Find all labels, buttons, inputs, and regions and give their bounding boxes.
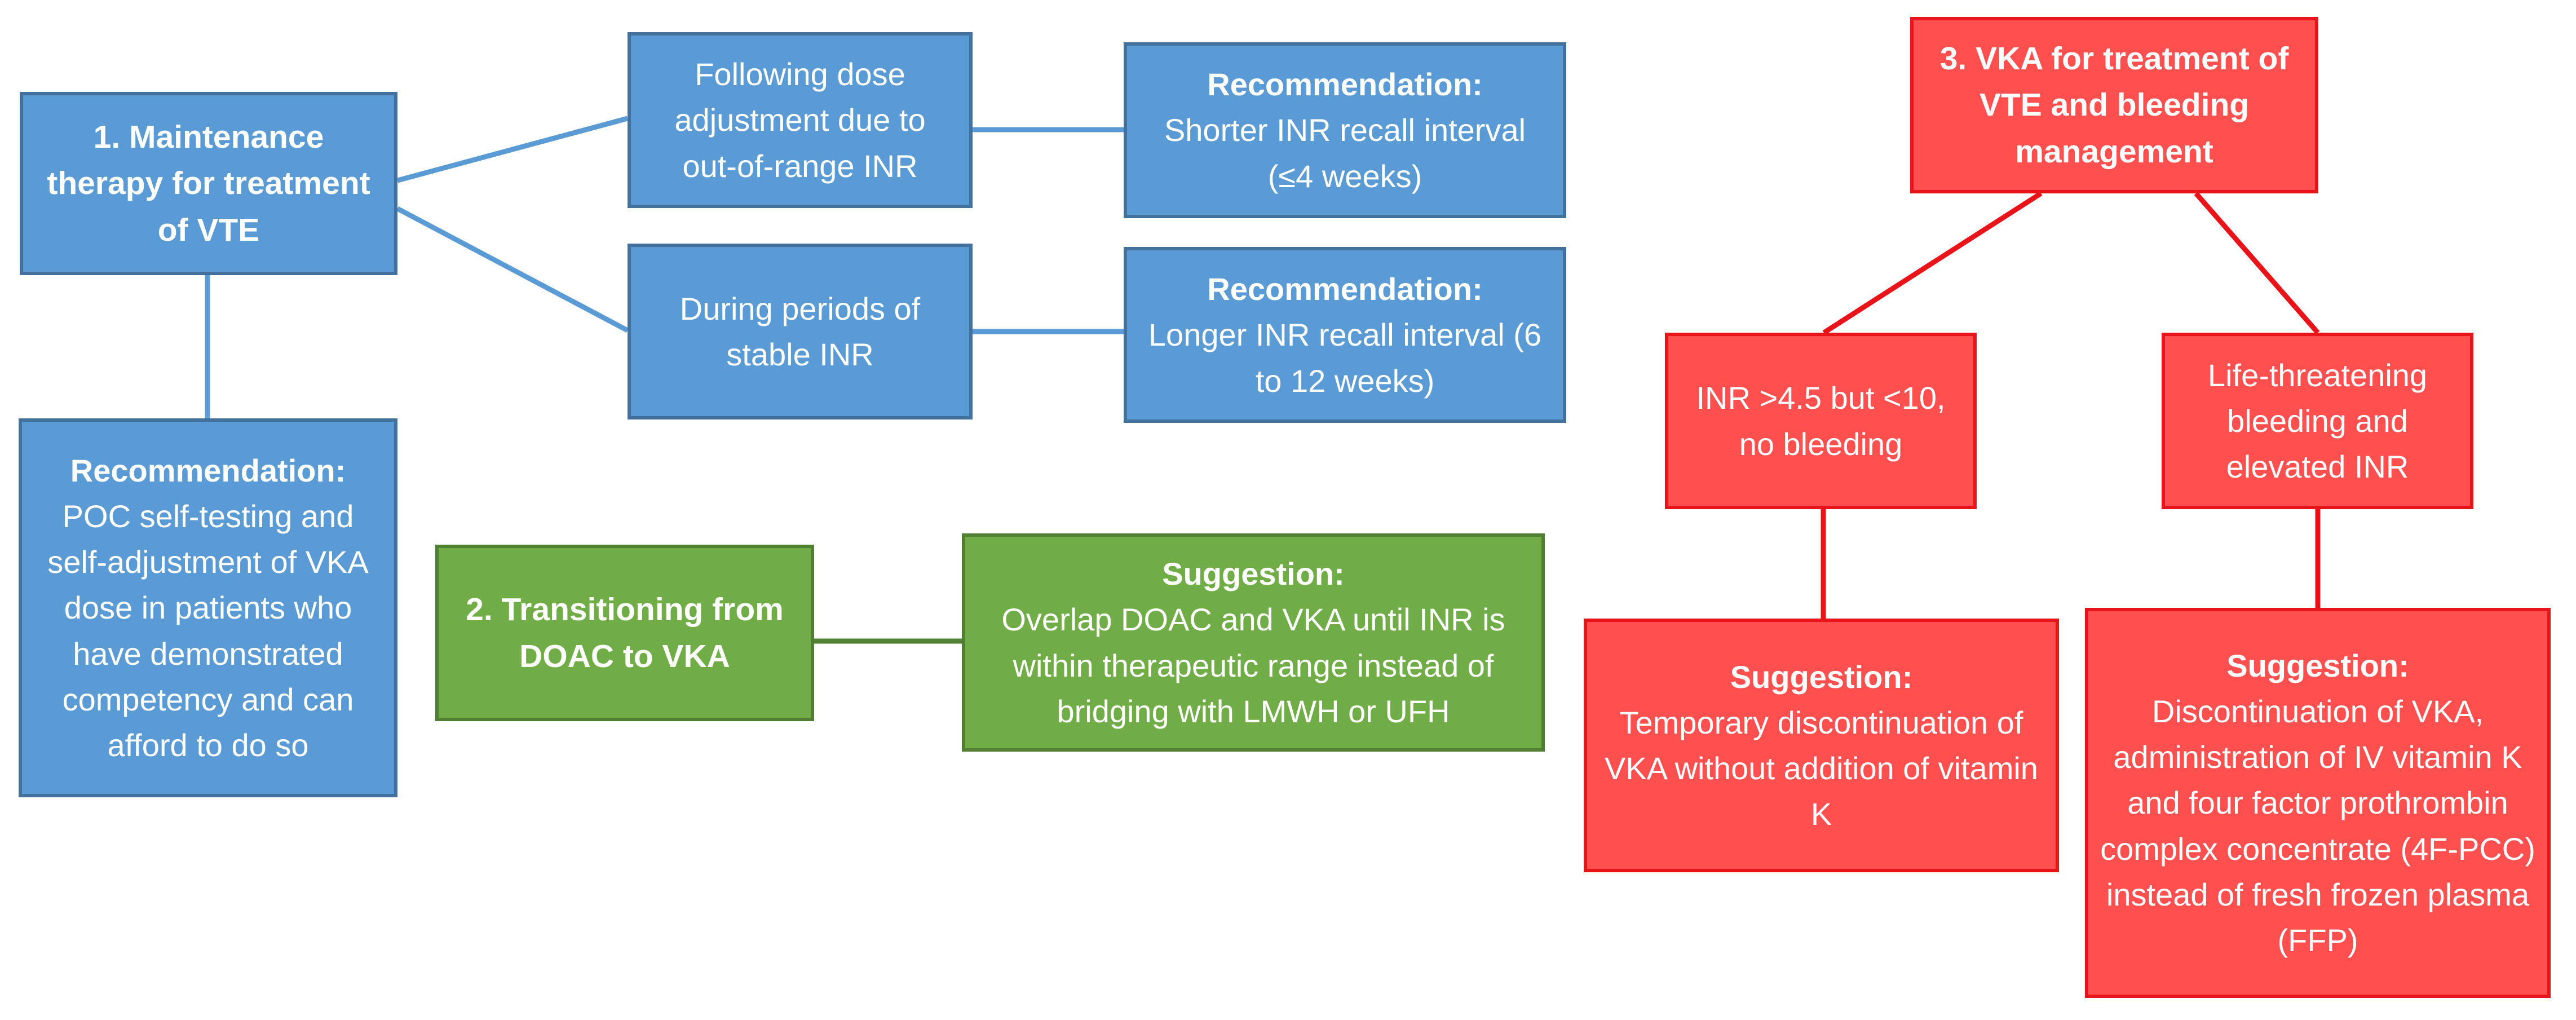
blue-condition-2-text: During periods of stable INR [679,290,921,372]
green-title: 2. Transitioning from DOAC to VKA [466,591,784,674]
red-suggestion-2-text: Discontinuation of VKA, administration o… [2100,694,2535,958]
blue-condition-2-box: During periods of stable INR [628,244,973,420]
red-condition-1-text: INR >4.5 but <10, no bleeding [1696,380,1946,462]
connector-blue-title-to-condition-2 [396,206,629,333]
red-suggestion-1-box: Suggestion: Temporary discontinuation of… [1584,619,2059,872]
green-title-box: 2. Transitioning from DOAC to VKA [435,545,814,721]
green-suggestion-heading: Suggestion: [1162,556,1345,592]
blue-condition-1-box: Following dose adjustment due to out-of-… [628,32,973,208]
blue-recommendation-2-text: Longer INR recall interval (6 to 12 week… [1148,317,1542,399]
connector-red-title-to-condition-1 [1822,191,2043,335]
red-suggestion-1-text: Temporary discontinuation of VKA without… [1605,704,2038,832]
blue-recommendation-3-box: Recommendation: POC self-testing and sel… [19,418,397,797]
blue-title-box: 1. Maintenance therapy for treatment of … [20,92,397,275]
blue-recommendation-3-heading: Recommendation: [70,452,346,488]
blue-recommendation-1-heading: Recommendation: [1207,67,1483,103]
red-condition-2-text: Life-threatening bleeding and elevated I… [2207,357,2428,485]
blue-title: 1. Maintenance therapy for treatment of … [47,118,370,248]
red-suggestion-1-heading: Suggestion: [1730,659,1913,695]
green-suggestion-box: Suggestion: Overlap DOAC and VKA until I… [962,533,1545,752]
connector-blue-title-to-condition-1 [396,116,629,183]
red-condition-1-box: INR >4.5 but <10, no bleeding [1665,333,1977,509]
red-suggestion-2-heading: Suggestion: [2226,647,2409,683]
blue-recommendation-3-text: POC self-testing and self-adjustment of … [47,498,369,763]
red-condition-2-box: Life-threatening bleeding and elevated I… [2162,333,2473,509]
blue-condition-1-text: Following dose adjustment due to out-of-… [674,56,926,184]
red-title-box: 3. VKA for treatment of VTE and bleeding… [1910,17,2318,193]
connector-red-title-to-condition-2 [2194,192,2320,334]
blue-recommendation-1-box: Recommendation: Shorter INR recall inter… [1124,42,1566,218]
red-title: 3. VKA for treatment of VTE and bleeding… [1939,40,2289,170]
red-suggestion-2-box: Suggestion: Discontinuation of VKA, admi… [2085,608,2551,998]
green-suggestion-text: Overlap DOAC and VKA until INR is within… [1001,602,1505,729]
blue-recommendation-1-text: Shorter INR recall interval (≤4 weeks) [1164,112,1526,194]
blue-recommendation-2-heading: Recommendation: [1207,271,1483,307]
blue-recommendation-2-box: Recommendation: Longer INR recall interv… [1124,247,1566,423]
